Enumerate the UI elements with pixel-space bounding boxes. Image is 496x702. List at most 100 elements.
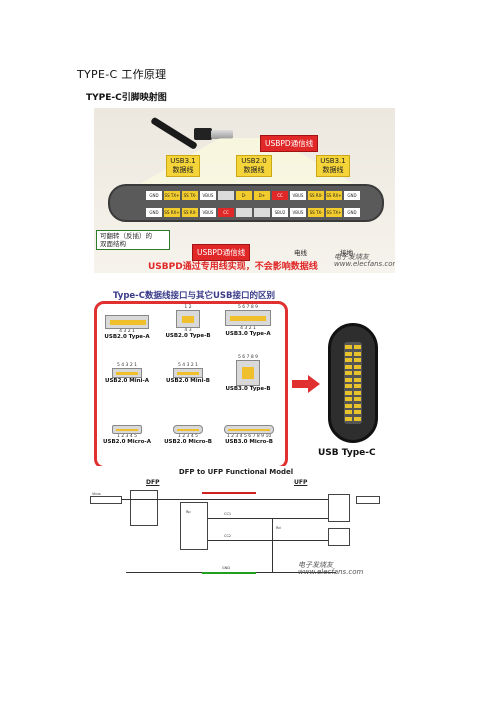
pin-bottom-11: GND: [344, 208, 360, 217]
rd-label: Rd: [276, 526, 281, 530]
ufp-current-detection-box: [328, 528, 350, 546]
pin-top-2: SS TX-: [182, 191, 198, 200]
usbpd-bottom-label: USBPD通信线: [192, 244, 251, 261]
document-title: TYPE-C 工作原理: [77, 68, 167, 81]
usbpd-top-label: USBPD通信线: [260, 135, 319, 152]
pin-top-4: [218, 191, 234, 200]
typec-contact: [354, 384, 361, 388]
usb20-type-b: 1 2 4 3 USB2.0 Type-B: [160, 305, 216, 339]
pin-top-6: D+: [254, 191, 270, 200]
gnd-highlight: [202, 572, 256, 574]
figure-title: DFP to UFP Functional Model: [178, 468, 294, 476]
pin-top-5: D-: [236, 191, 252, 200]
vbus-highlight: [202, 492, 256, 494]
dfp-controller-box: [130, 490, 158, 526]
typec-label: USB Type-C: [318, 448, 376, 458]
connector-name: USB2.0 Micro-B: [164, 439, 212, 445]
pin-top-8: VBUS: [290, 191, 306, 200]
pin-bottom-2: SS RX-: [182, 208, 198, 217]
pin-top-11: GND: [344, 191, 360, 200]
cc2-line: [208, 540, 328, 541]
typec-contact: [345, 371, 352, 375]
usb20-mini-a: 5 4 3 2 1 USB2.0 Mini-A: [100, 363, 154, 384]
usb20-micro-b: 1 2 3 4 5 USB2.0 Micro-B: [158, 425, 218, 445]
vbus-line: [122, 499, 328, 500]
typec-contact: [354, 351, 361, 356]
pin-top-7: CC: [272, 191, 288, 200]
vbus-label: Vbus: [92, 492, 101, 496]
rd-drop-line: [272, 518, 273, 572]
typec-contact: [345, 377, 352, 382]
pin-numbers: 4 3 2 1: [119, 329, 135, 334]
typec-contact: [354, 345, 361, 349]
typec-contact: [345, 390, 352, 395]
pin-bottom-10: SS TX+: [326, 208, 342, 217]
pin-numbers-top: 5 4 3 2 1: [177, 363, 199, 368]
typec-contact: [354, 390, 361, 395]
typec-contact: [354, 364, 361, 369]
pin-bottom-0: GND: [146, 208, 162, 217]
dfp-cc-network-box: [180, 502, 208, 550]
vbus-sink-box: [356, 496, 380, 504]
pin-numbers-top: 5 6 7 8 9: [237, 355, 259, 360]
pin-bottom-4: CC: [218, 208, 234, 217]
connector-name: USB3.0 Micro-B: [225, 439, 273, 445]
typec-contact: [354, 371, 361, 375]
usb30-type-b: 5 6 7 8 9 USB3.0 Type-B: [218, 355, 278, 392]
connector-name: USB3.0 Type-B: [225, 386, 271, 392]
pin-bottom-7: SBU2: [272, 208, 288, 217]
typec-contact: [345, 358, 352, 362]
typec-pin-map-figure: USBPD通信线 USB3.1 数据线 USB2.0 数据线 USB3.1 数据…: [94, 108, 395, 273]
ufp-label: UFP: [294, 479, 308, 486]
pin-numbers: 1 2 3 4 5: [177, 434, 199, 439]
rp-label: Rp: [186, 510, 191, 514]
pin-bottom-8: VBUS: [290, 208, 306, 217]
connector-name: USB2.0 Micro-A: [103, 439, 151, 445]
cc1-line: [208, 518, 328, 519]
usb31-left-label: USB3.1 数据线: [166, 155, 200, 177]
typec-contact: [354, 358, 361, 362]
typec-contact: [345, 384, 352, 388]
pin-bottom-6: [254, 208, 270, 217]
pin-numbers-top: 1 2: [184, 305, 192, 310]
watermark: 电子发烧友 www.elecfans.com: [298, 561, 364, 576]
cc1-label: CC1: [224, 512, 232, 516]
typec-connector-graphic: [328, 323, 378, 443]
typec-contact: [345, 397, 352, 401]
watermark: 电子发烧友 www.elecfans.com: [334, 253, 395, 268]
connector-name: USB3.0 Type-A: [225, 331, 271, 337]
typec-contact: [345, 403, 352, 408]
usbpd-footer-note: USBPD通过专用线实现，不会影响数据线: [148, 262, 318, 272]
typec-contact: [354, 416, 361, 421]
usb30-micro-b: 1 2 3 4 5 6 7 8 9 10 USB3.0 Micro-B: [216, 425, 282, 445]
plug-metal-graphic: [211, 130, 233, 139]
pin-bottom-1: SS RX+: [164, 208, 180, 217]
usb20-mini-b: 5 4 3 2 1 USB2.0 Mini-B: [160, 363, 216, 384]
pin-numbers-top: 5 6 7 8 9: [237, 305, 259, 310]
pin-bottom-9: SS TX-: [308, 208, 324, 217]
typec-contact: [345, 410, 352, 414]
typec-contact: [354, 397, 361, 401]
dfp-label: DFP: [146, 479, 160, 486]
pin-numbers: 4 3 2 1: [240, 326, 256, 331]
section-title-comparison: Type-C数据线接口与其它USB接口的区别: [113, 291, 275, 301]
usb30-type-a: 5 6 7 8 9 4 3 2 1 USB3.0 Type-A: [216, 305, 280, 337]
ground-label: 接地: [340, 249, 353, 257]
typec-contact: [354, 377, 361, 382]
plug-graphic: [194, 128, 212, 140]
usb20-type-a: 4 3 2 1 USB2.0 Type-A: [100, 315, 154, 340]
pin-top-3: VBUS: [200, 191, 216, 200]
pin-top-1: SS TX+: [164, 191, 180, 200]
typec-contact: [354, 410, 361, 414]
connector-name: USB2.0 Mini-A: [105, 378, 149, 384]
typec-contact: [354, 403, 361, 408]
typec-contact: [345, 416, 352, 421]
connector-name: USB2.0 Mini-B: [166, 378, 210, 384]
cc2-label: CC2: [224, 534, 232, 538]
typec-contact: [345, 364, 352, 369]
pin-bottom-5: [236, 208, 252, 217]
pin-top-0: GND: [146, 191, 162, 200]
arrow-icon-shaft: [292, 380, 310, 388]
reversible-note: 可翻转（反插）的 双面结构: [96, 230, 170, 250]
